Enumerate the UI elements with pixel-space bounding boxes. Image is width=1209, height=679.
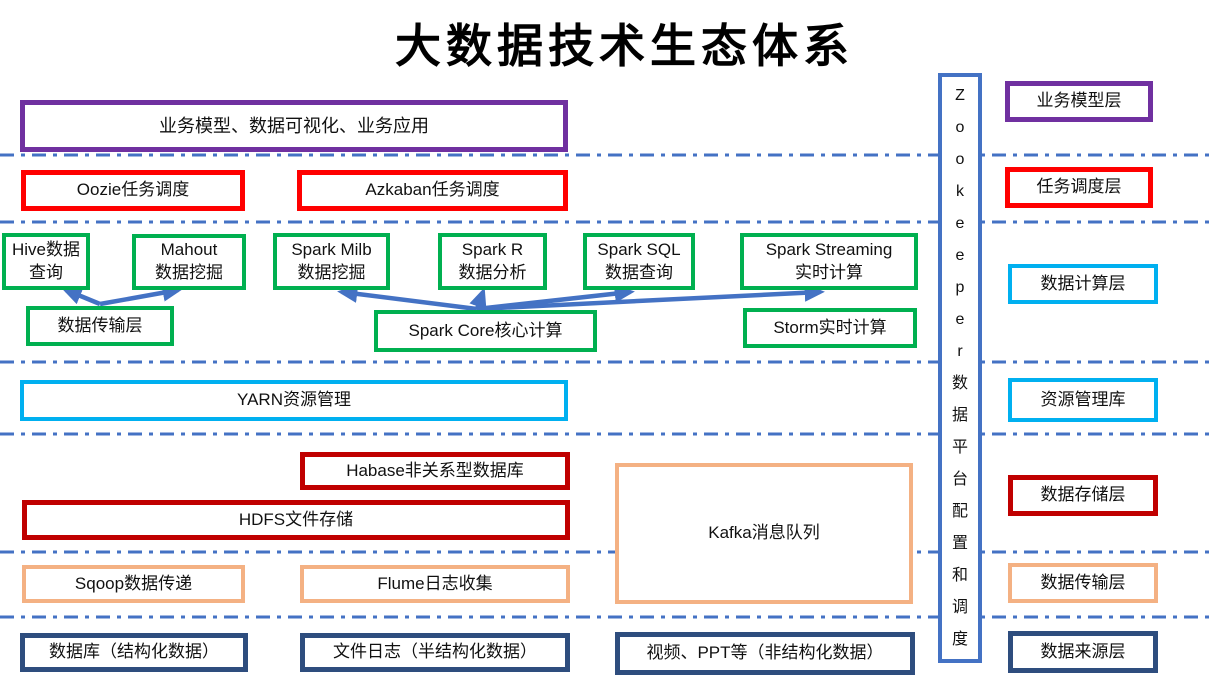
- box-oozie-label: Oozie任务调度: [76, 180, 190, 200]
- box-spark-sql: Spark SQL 数据查询: [583, 233, 695, 290]
- box-yarn-label: YARN资源管理: [237, 390, 351, 410]
- box-hbase: Habase非关系型数据库: [300, 452, 570, 490]
- box-spark-streaming-label: Spark Streaming 实时计算: [765, 239, 893, 282]
- layer-label-data-storage-text: 数据存储层: [1040, 485, 1126, 505]
- box-source-db-label: 数据库（结构化数据）: [49, 642, 219, 662]
- box-azkaban: Azkaban任务调度: [297, 170, 568, 211]
- box-data-transport-mid-label: 数据传输层: [57, 315, 143, 335]
- layer-label-business-model-text: 业务模型层: [1036, 91, 1122, 111]
- layer-label-resource-mgmt: 资源管理库: [1008, 378, 1158, 422]
- box-spark-r-label: Spark R 数据分析: [458, 239, 527, 282]
- box-storm-label: Storm实时计算: [773, 317, 887, 337]
- box-source-video-label: 视频、PPT等（非结构化数据）: [646, 643, 884, 663]
- zookeeper-bar-label: Z o o k e e p e r 数 据 平 台 配 置 和 调 度: [951, 87, 968, 648]
- layer-label-data-transport-text: 数据传输层: [1040, 572, 1126, 592]
- box-source-video: 视频、PPT等（非结构化数据）: [615, 632, 915, 675]
- box-flume: Flume日志收集: [300, 565, 570, 603]
- box-spark-sql-label: Spark SQL 数据查询: [597, 239, 681, 282]
- flow-arrows: [61, 283, 825, 312]
- page-title: 大数据技术生态体系: [395, 20, 854, 72]
- box-spark-core: Spark Core核心计算: [374, 310, 597, 352]
- box-sqoop-label: Sqoop数据传递: [74, 573, 193, 593]
- box-spark-core-label: Spark Core核心计算: [408, 320, 563, 340]
- layer-divider-lines: [0, 153, 1209, 619]
- box-app-model-label: 业务模型、数据可视化、业务应用: [159, 115, 429, 136]
- box-oozie: Oozie任务调度: [21, 170, 245, 211]
- box-sqoop: Sqoop数据传递: [22, 565, 245, 603]
- box-source-filelog: 文件日志（半结构化数据）: [300, 633, 570, 672]
- box-spark-streaming: Spark Streaming 实时计算: [740, 233, 918, 290]
- box-kafka: Kafka消息队列: [615, 463, 913, 604]
- layer-label-data-source: 数据来源层: [1008, 631, 1158, 673]
- arrow-core-to-milb: [337, 284, 478, 312]
- box-kafka-label: Kafka消息队列: [708, 523, 820, 543]
- layer-label-data-storage: 数据存储层: [1008, 475, 1158, 516]
- box-hdfs-label: HDFS文件存储: [238, 509, 354, 529]
- box-hdfs: HDFS文件存储: [22, 500, 570, 540]
- layer-label-data-compute-text: 数据计算层: [1040, 273, 1126, 293]
- box-app-model: 业务模型、数据可视化、业务应用: [20, 100, 568, 152]
- box-hive-label: Hive数据查询: [11, 239, 80, 282]
- arrow-transport-to-hive: [61, 287, 101, 307]
- layer-label-business-model: 业务模型层: [1005, 81, 1153, 122]
- box-storm: Storm实时计算: [743, 308, 917, 348]
- box-spark-r: Spark R 数据分析: [438, 233, 547, 290]
- arrow-transport-to-mahout: [99, 283, 183, 307]
- layer-label-data-transport: 数据传输层: [1008, 563, 1158, 603]
- box-yarn: YARN资源管理: [20, 380, 568, 421]
- layer-label-task-scheduling-text: 任务调度层: [1036, 177, 1122, 197]
- box-spark-milb-label: Spark Milb 数据挖掘: [291, 239, 372, 282]
- zookeeper-bar: Z o o k e e p e r 数 据 平 台 配 置 和 调 度: [938, 73, 982, 663]
- box-data-transport-mid: 数据传输层: [26, 306, 174, 346]
- layer-label-data-source-text: 数据来源层: [1040, 641, 1126, 661]
- box-hbase-label: Habase非关系型数据库: [346, 460, 524, 480]
- box-hive: Hive数据查询: [2, 233, 90, 290]
- layer-label-task-scheduling: 任务调度层: [1005, 167, 1153, 208]
- box-azkaban-label: Azkaban任务调度: [365, 180, 500, 200]
- box-mahout: Mahout 数据挖掘: [132, 234, 246, 290]
- box-source-db: 数据库（结构化数据）: [20, 633, 248, 672]
- layer-label-resource-mgmt-text: 资源管理库: [1040, 389, 1126, 409]
- arrow-core-to-streaming: [476, 283, 825, 312]
- box-flume-label: Flume日志收集: [377, 573, 493, 593]
- box-source-filelog-label: 文件日志（半结构化数据）: [333, 642, 537, 662]
- box-mahout-label: Mahout 数据挖掘: [155, 240, 223, 282]
- box-spark-milb: Spark Milb 数据挖掘: [273, 233, 390, 290]
- layer-label-data-compute: 数据计算层: [1008, 264, 1158, 304]
- arrow-core-to-sparkr: [469, 287, 487, 310]
